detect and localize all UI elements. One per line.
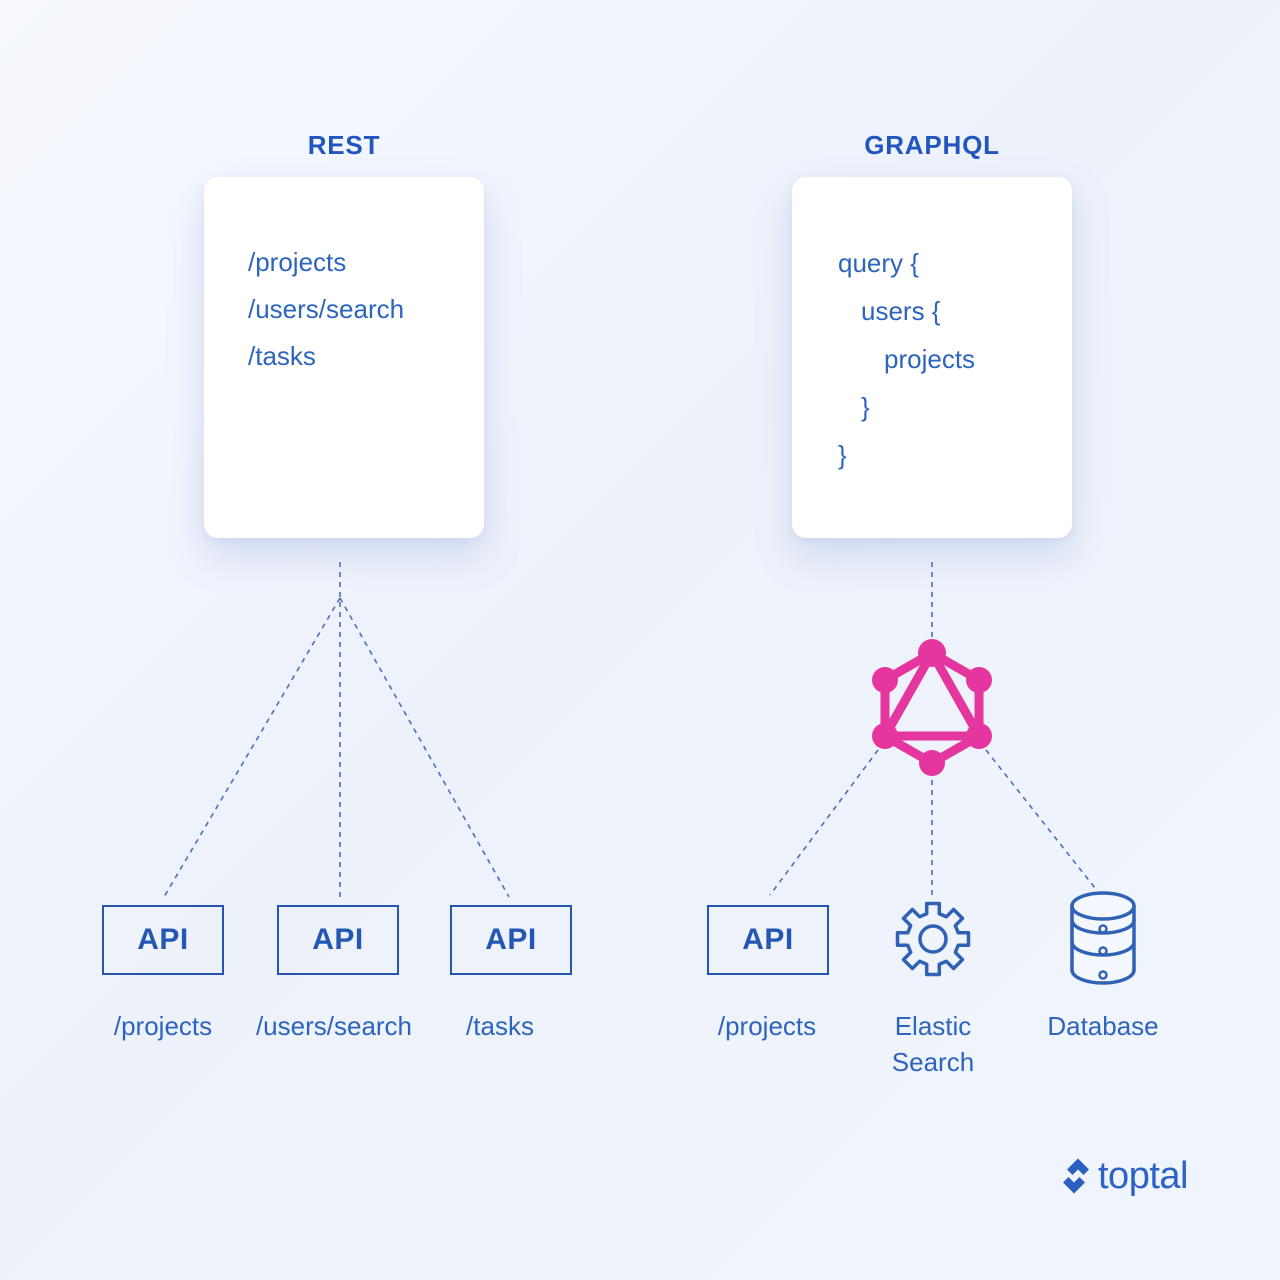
- rest-endpoint: /tasks: [248, 341, 316, 371]
- graphql-api-box: API: [707, 905, 829, 975]
- graphql-title: GRAPHQL: [864, 130, 1000, 160]
- rest-api-box-3: API: [450, 905, 572, 975]
- database-icon: [1070, 891, 1136, 985]
- graphql-query-card: query { users { projects } }: [792, 177, 1072, 538]
- gear-icon: [895, 901, 971, 977]
- graphql-query-line: }: [838, 440, 847, 470]
- database-caption: Database: [1047, 1011, 1159, 1041]
- rest-connector-right: [339, 597, 510, 898]
- toptal-wordmark: toptal: [1098, 1155, 1188, 1197]
- graphql-query-line: projects: [884, 344, 976, 374]
- rest-api-box-2: API: [277, 905, 399, 975]
- rest-endpoints-card: /projects /users/search /tasks: [204, 177, 484, 538]
- rest-api-box-1: API: [102, 905, 224, 975]
- rest-api-caption-2: /users/search: [255, 1011, 413, 1041]
- rest-api-caption-1: /projects: [113, 1011, 213, 1041]
- rest-api-caption-3: /tasks: [466, 1011, 534, 1041]
- graphql-api-caption: /projects: [717, 1011, 817, 1041]
- graphql-connector-right: [985, 749, 1096, 889]
- rest-title: REST: [307, 130, 381, 160]
- rest-endpoint: /projects: [248, 247, 347, 277]
- graphql-logo-icon: [872, 639, 992, 776]
- graphql-query-line: query {: [838, 248, 919, 278]
- rest-connector-left: [163, 597, 341, 898]
- rest-endpoint: /users/search: [248, 294, 405, 324]
- toptal-logo: toptal: [1063, 1155, 1188, 1198]
- graphql-query-line: users {: [861, 296, 941, 326]
- toptal-mark-icon: [1063, 1158, 1089, 1194]
- graphql-query-line: }: [861, 392, 870, 422]
- elastic-search-caption: Elastic Search: [891, 1011, 975, 1077]
- graphql-connector-left: [769, 749, 879, 896]
